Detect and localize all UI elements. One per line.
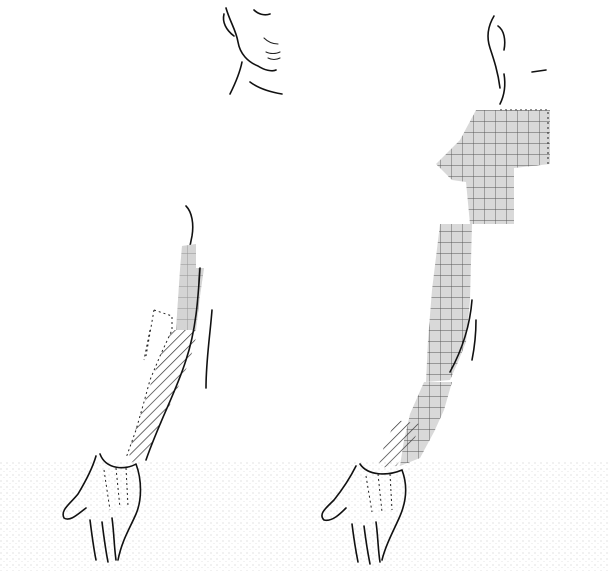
left-trunk-line <box>206 310 212 388</box>
right-upper-arm-grid <box>426 224 472 382</box>
left-head <box>223 8 282 94</box>
right-shoulder-grid <box>436 110 550 224</box>
left-forearm-hatched-strip <box>128 330 198 464</box>
table-surface <box>0 462 609 571</box>
right-head <box>488 16 546 104</box>
right-trunk-line <box>472 320 476 360</box>
